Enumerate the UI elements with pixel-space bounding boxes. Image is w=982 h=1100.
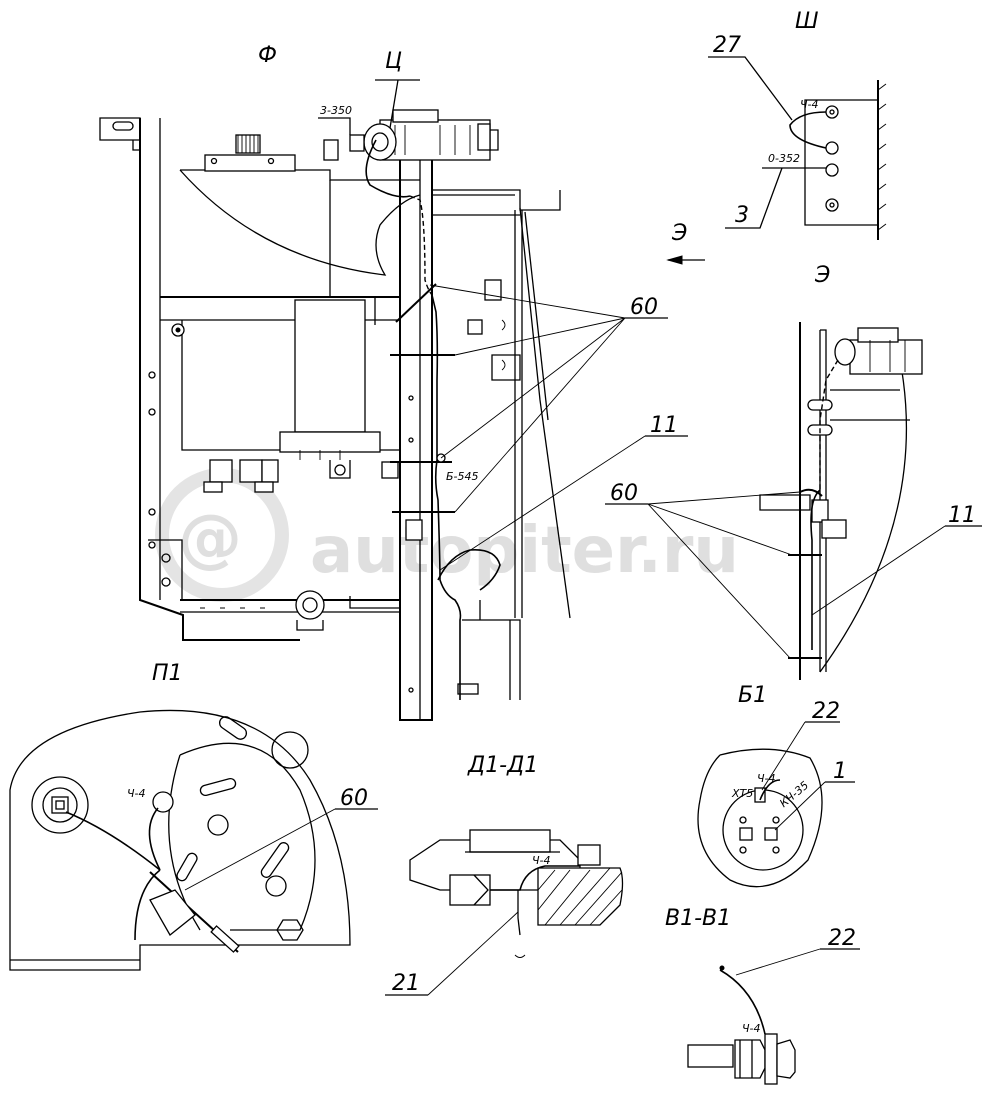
view-label-e: Э: [814, 263, 830, 288]
arrow-label-e: Э: [671, 221, 687, 246]
view-d1: Д1-Д1 Ч-4 21: [385, 753, 624, 996]
watermark: @ autopiter.ru: [155, 468, 739, 602]
watermark-logo-glyph: @: [178, 502, 242, 576]
wire-label-ch4-d1: Ч-4: [532, 854, 551, 867]
view-f-labels: Ф Ц 3-350 Б-545 60 11: [258, 43, 688, 571]
view-label-b1: Б1: [738, 683, 767, 708]
wire-label-3-350: 3-350: [320, 104, 352, 117]
view-p1: П1 Ч-4 60: [9, 661, 378, 971]
view-f-assembly: [99, 109, 571, 721]
view-e: Э 60 11: [605, 263, 982, 680]
wire-label-b545: Б-545: [446, 470, 479, 483]
callout-60-main: 60: [630, 295, 658, 320]
wire-label-ch4-sh: Ч-4: [800, 98, 819, 111]
view-sh: Ш Ч-4 0-352 27 3: [708, 9, 887, 240]
wire-label-0-352: 0-352: [768, 152, 800, 165]
callout-1: 1: [833, 759, 847, 784]
callout-22-b1: 22: [812, 699, 840, 724]
clamp-top: [395, 283, 437, 323]
ts-leader: [375, 79, 420, 129]
callout-11-e: 11: [948, 503, 976, 528]
callout-3: 3: [735, 203, 749, 228]
view-label-f: Ф: [258, 43, 277, 68]
callout-22-v1: 22: [828, 926, 856, 951]
view-label-p1: П1: [152, 661, 183, 686]
view-v1: В1-В1 Ч-4 22: [665, 906, 860, 1085]
view-b1: Б1 ХТ5 Ч-4 КЧ-35 22 1: [697, 683, 855, 888]
callout-60-p1: 60: [340, 786, 368, 811]
wire-label-ch4-v1: Ч-4: [742, 1022, 761, 1035]
callout-27: 27: [713, 33, 741, 58]
watermark-text: autopiter.ru: [310, 514, 739, 588]
view-label-sh: Ш: [795, 9, 819, 34]
wire-label-xt5: ХТ5: [731, 787, 753, 800]
callout-60-e: 60: [610, 481, 638, 506]
view-arrow-e: Э: [666, 221, 705, 265]
view-label-ts: Ц: [385, 49, 402, 74]
wire-label-ch4-p1: Ч-4: [127, 787, 146, 800]
view-label-d1: Д1-Д1: [467, 753, 538, 778]
view-label-v1: В1-В1: [665, 906, 731, 931]
callout-21: 21: [392, 971, 420, 996]
callout-11-main: 11: [650, 413, 678, 438]
view-f-wiring: [365, 139, 501, 700]
